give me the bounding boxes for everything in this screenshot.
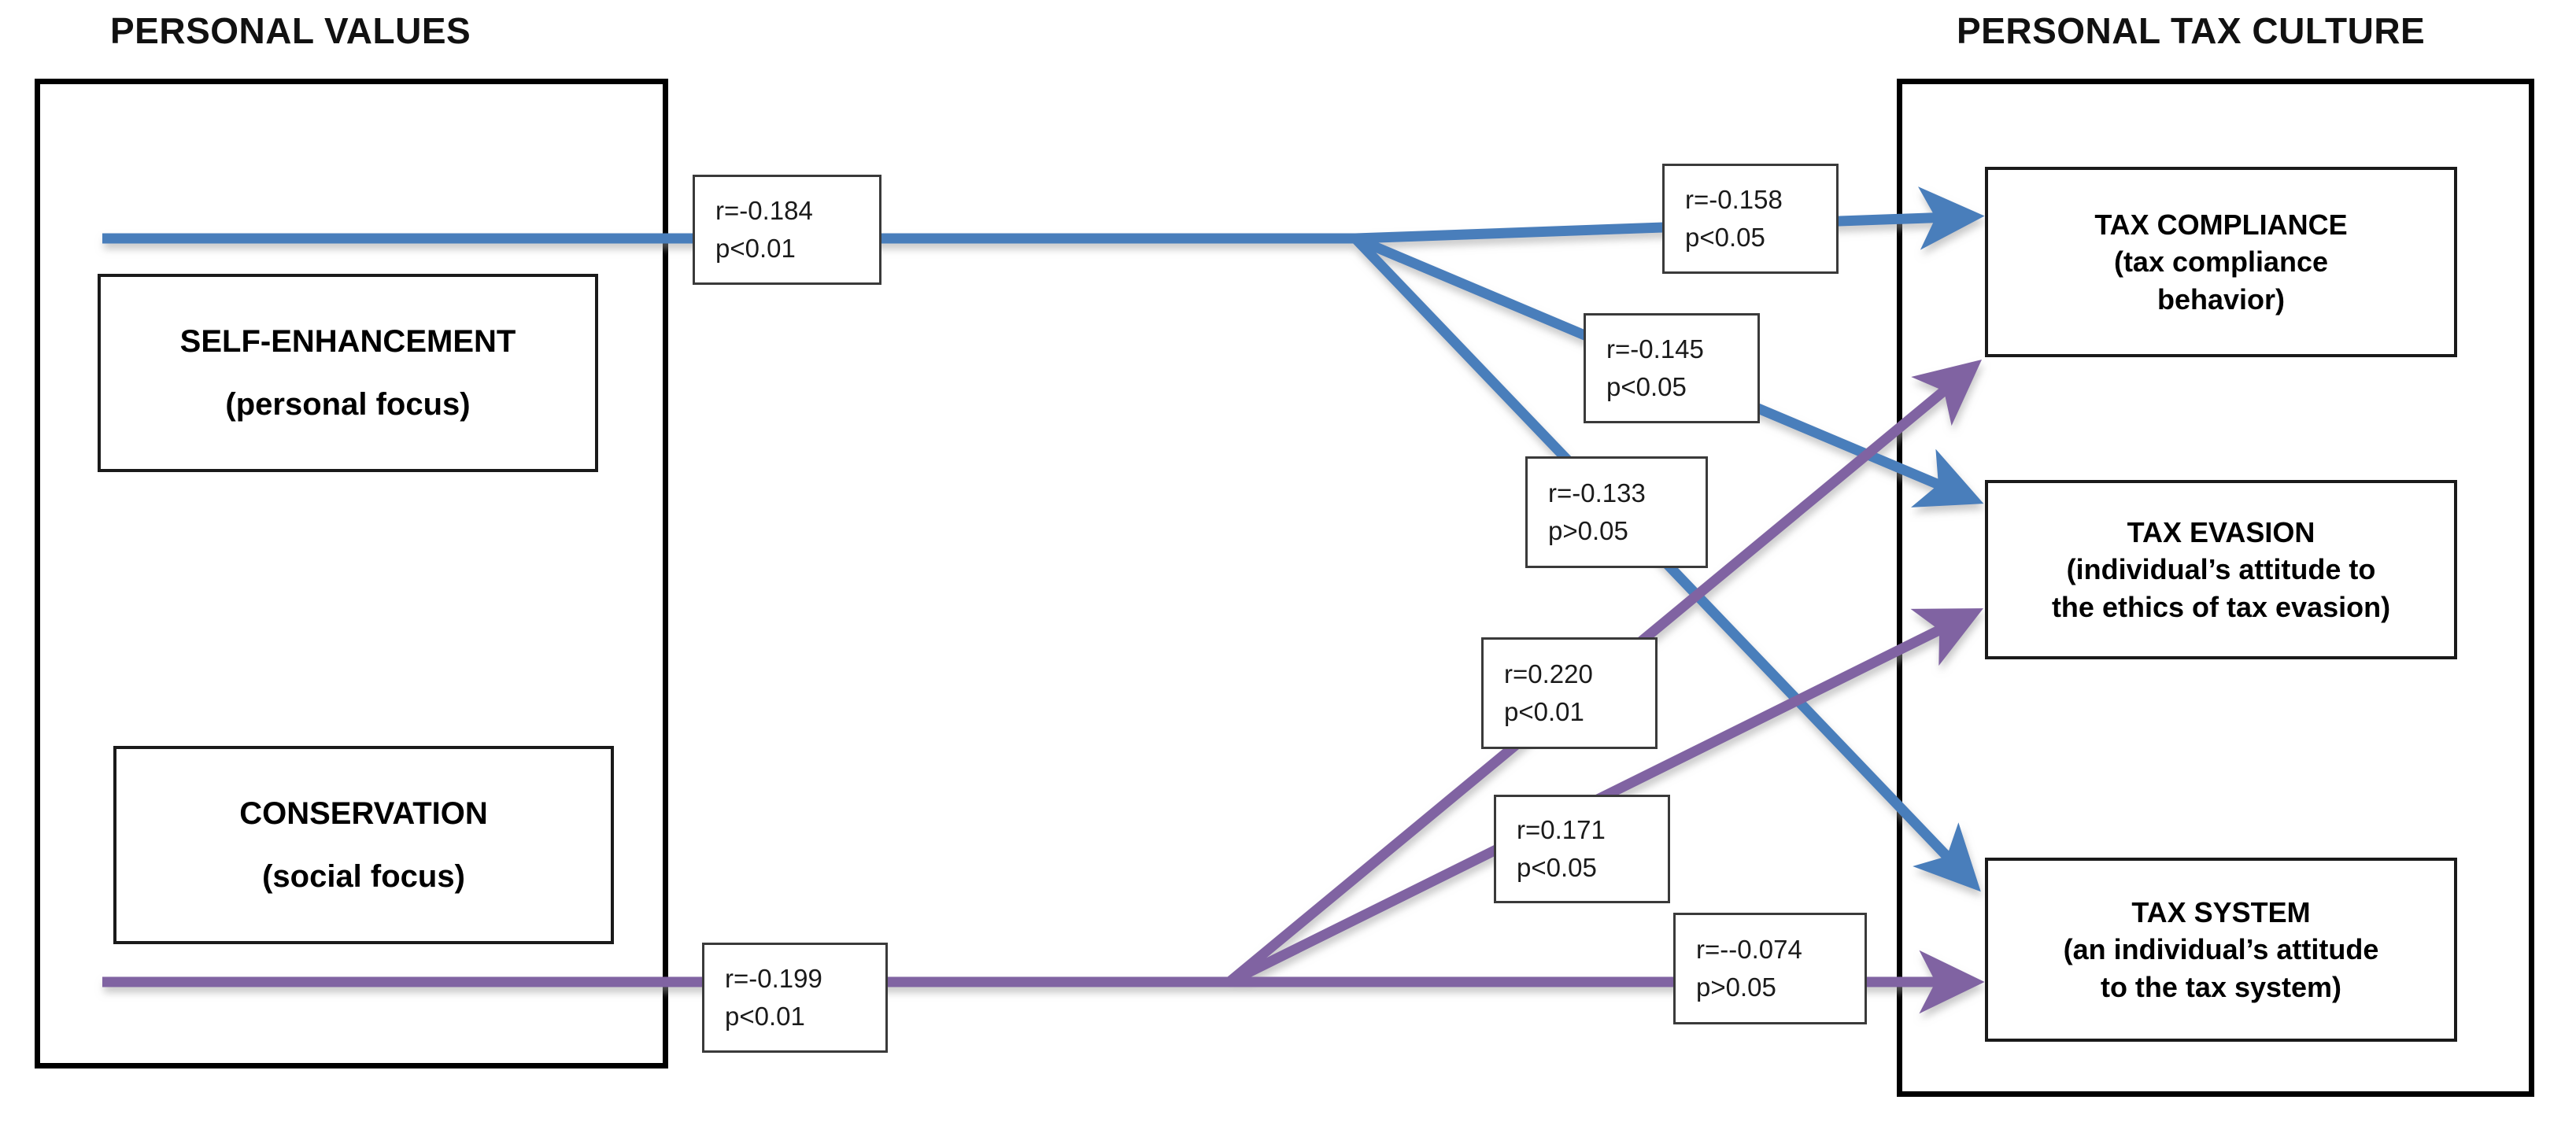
correlation-r-value: r=-0.133: [1548, 478, 1646, 508]
personal-tax-culture-frame: [1897, 79, 2534, 1097]
box-title: CONSERVATION: [239, 796, 488, 831]
construct-box-conservation[interactable]: CONSERVATION (social focus): [113, 746, 614, 944]
correlation-label-conservation-tax-system: r=--0.074 p>0.05: [1673, 913, 1867, 1024]
correlation-p-value: p<0.01: [1504, 697, 1584, 726]
box-title: SELF-ENHANCEMENT: [179, 324, 516, 359]
correlation-label-conservation-tax-compliance: r=0.220 p<0.01: [1481, 637, 1658, 749]
construct-box-tax-system[interactable]: TAX SYSTEM (an individual’s attitude to …: [1985, 858, 2457, 1042]
construct-box-tax-evasion[interactable]: TAX EVASION (individual’s attitude to th…: [1985, 480, 2457, 659]
correlation-r-value: r=--0.074: [1696, 935, 1802, 965]
correlation-p-value: p>0.05: [1696, 973, 1776, 1002]
box-subtitle-line-1: (tax compliance: [2113, 245, 2329, 279]
box-subtitle-line-1: (an individual’s attitude: [2063, 933, 2379, 966]
correlation-label-self-enhancement-tax-compliance: r=-0.158 p<0.05: [1662, 164, 1839, 274]
box-title: TAX COMPLIANCE: [2094, 208, 2348, 241]
correlation-p-value: p<0.05: [1606, 372, 1687, 401]
correlation-r-value: r=-0.199: [725, 964, 822, 994]
correlation-p-value: p<0.01: [725, 1002, 805, 1031]
correlation-label-self-enhancement-trunk: r=-0.184 p<0.01: [693, 175, 881, 285]
box-subtitle-line-2: to the tax system): [2100, 970, 2342, 1003]
correlation-r-value: r=-0.158: [1685, 185, 1783, 215]
correlation-p-value: p<0.01: [715, 234, 796, 263]
group-title-personal-values: PERSONAL VALUES: [110, 10, 471, 51]
correlation-label-self-enhancement-tax-system: r=-0.133 p>0.05: [1525, 456, 1708, 568]
box-title: TAX SYSTEM: [2131, 895, 2311, 928]
group-title-personal-tax-culture: PERSONAL TAX CULTURE: [1957, 10, 2426, 51]
correlation-r-value: r=0.220: [1504, 659, 1593, 689]
correlation-label-self-enhancement-tax-evasion: r=-0.145 p<0.05: [1584, 313, 1760, 423]
correlation-r-value: r=-0.184: [715, 196, 813, 226]
correlation-r-value: r=0.171: [1517, 815, 1606, 845]
box-subtitle-line-2: the ethics of tax evasion): [2051, 590, 2391, 623]
correlation-label-conservation-tax-evasion: r=0.171 p<0.05: [1494, 795, 1670, 903]
correlation-p-value: p<0.05: [1517, 853, 1597, 882]
correlation-label-conservation-trunk: r=-0.199 p<0.01: [702, 943, 888, 1053]
construct-box-tax-compliance[interactable]: TAX COMPLIANCE (tax compliance behavior): [1985, 167, 2457, 357]
box-subtitle-line-1: (individual’s attitude to: [2066, 553, 2376, 586]
correlation-p-value: p<0.05: [1685, 223, 1765, 252]
correlation-p-value: p>0.05: [1548, 516, 1628, 545]
box-subtitle: (personal focus): [225, 387, 471, 422]
box-title: TAX EVASION: [2127, 515, 2315, 548]
construct-box-self-enhancement[interactable]: SELF-ENHANCEMENT (personal focus): [98, 274, 598, 472]
box-subtitle-line-2: behavior): [2157, 282, 2286, 316]
box-subtitle: (social focus): [262, 859, 465, 894]
correlation-r-value: r=-0.145: [1606, 334, 1704, 364]
personal-values-frame: [35, 79, 668, 1068]
